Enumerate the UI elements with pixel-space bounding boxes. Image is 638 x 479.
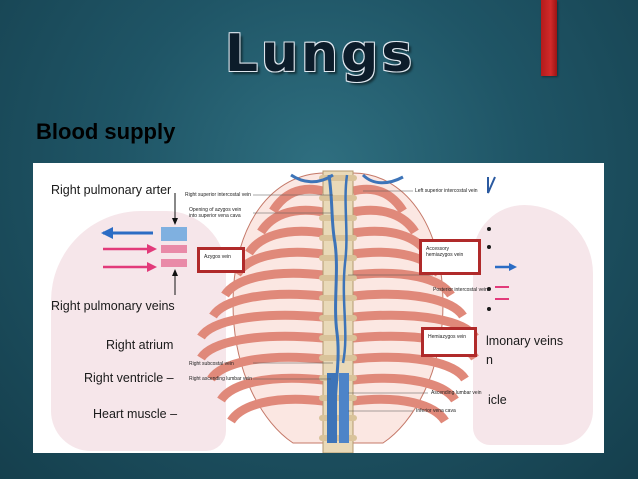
slide-title: Lungs <box>224 24 416 84</box>
upper-veins <box>290 173 404 185</box>
label-opening-azygos: Opening of azygos vein into superior ven… <box>189 207 242 219</box>
rib-left <box>209 289 324 319</box>
diagram-svg <box>101 170 517 453</box>
ribcage <box>197 170 479 453</box>
vertebra <box>319 395 357 401</box>
bullet-2 <box>487 245 491 249</box>
vertebra <box>319 275 357 281</box>
label-right-pulmonary-artery: Right pulmonary arter <box>51 183 172 197</box>
rib-right <box>352 268 455 298</box>
right-blue-arrow-head <box>509 263 517 271</box>
accessory-hemiazygos-box: Accessory hemiazygos vein <box>419 239 481 275</box>
label-left-superior-intercostal-vein: Left superior intercostal vein <box>415 188 478 194</box>
rib-right <box>352 205 419 235</box>
rib-right <box>352 352 469 382</box>
rib-left <box>207 352 324 382</box>
artery-block <box>161 227 187 241</box>
anatomy-figure: Right pulmonary arter Right pulmonary ve… <box>33 163 604 453</box>
rib-right <box>352 394 449 424</box>
label-inferior-vena-cava: Inferior vena cava <box>416 408 456 414</box>
vertebra <box>319 255 357 261</box>
vertebra <box>319 195 357 201</box>
vertebra <box>319 415 357 421</box>
rib-left <box>197 310 324 340</box>
ivc-left <box>327 373 337 443</box>
label-azygos-vein: Azygos vein <box>204 254 231 260</box>
rib-right <box>352 289 467 319</box>
label-ascending-lumbar-vein: Ascending lumbar vein <box>431 390 482 396</box>
left-lung-shape <box>51 211 226 451</box>
label-right-atrium: Right atrium <box>106 338 174 352</box>
bullet-1 <box>487 227 491 231</box>
rib-left <box>217 373 324 403</box>
label-right-ventricle: Right ventricle – <box>84 371 174 385</box>
bullet-3 <box>487 287 491 291</box>
accent-bar <box>541 0 557 76</box>
label-heart-muscle: Heart muscle – <box>93 407 178 421</box>
azygos-vein-box: Azygos vein <box>197 247 245 273</box>
label-right-pulmonary-veins-partial: lmonary veins <box>486 334 564 348</box>
vertebra <box>319 215 357 221</box>
rib-right <box>352 373 459 403</box>
vein-block-1 <box>161 245 187 253</box>
vertebra <box>319 295 357 301</box>
vertebra <box>319 435 357 441</box>
pointer-head-2 <box>172 269 178 276</box>
blue-arrow-head <box>101 227 113 239</box>
pointer-head <box>172 218 178 225</box>
hemiazygos-vein-path <box>341 174 349 364</box>
label-right-pulmonary-veins: Right pulmonary veins <box>51 299 175 313</box>
pink-arrow-head-1 <box>147 244 157 254</box>
rib-left <box>221 268 324 298</box>
label-right-subcostal-vein: Right subcostal vein <box>189 361 234 367</box>
vertebra <box>319 235 357 241</box>
rib-left <box>197 331 324 361</box>
ivc-right <box>339 373 349 443</box>
rib-group <box>197 184 479 424</box>
label-posterior-intercostal-vein: Posterior intercostal vein <box>433 287 488 293</box>
bullet-4 <box>487 307 491 311</box>
label-right-ascending-lumbar-vein: Right ascending lumbar vein <box>189 376 253 382</box>
pulmonary-arrows <box>101 193 187 295</box>
label-right-partial-n: n <box>486 353 493 367</box>
label-right-superior-intercostal-vein: Right superior intercostal vein <box>185 192 251 198</box>
vertebra <box>319 315 357 321</box>
label-accessory-hemiazygos-vein: Accessory hemiazygos vein <box>426 246 464 258</box>
leader-lines <box>253 190 433 412</box>
label-hemiazygos-vein: Hemiazygos vein <box>428 334 467 340</box>
pink-arrow-head-2 <box>147 262 157 272</box>
rib-right <box>351 184 407 214</box>
rib-left <box>245 226 324 256</box>
rib-left <box>227 394 324 424</box>
vein-block-2 <box>161 259 187 267</box>
right-lung-marks <box>487 176 517 311</box>
hemiazygos-box: Hemiazygos vein <box>421 327 477 357</box>
slide-subtitle: Blood supply <box>36 119 176 144</box>
right-lung-shape <box>473 205 593 445</box>
rib-left <box>269 184 325 214</box>
label-right-ventricle-partial: icle <box>488 393 507 407</box>
rib-left <box>257 205 324 235</box>
partial-letter-v <box>487 176 496 194</box>
